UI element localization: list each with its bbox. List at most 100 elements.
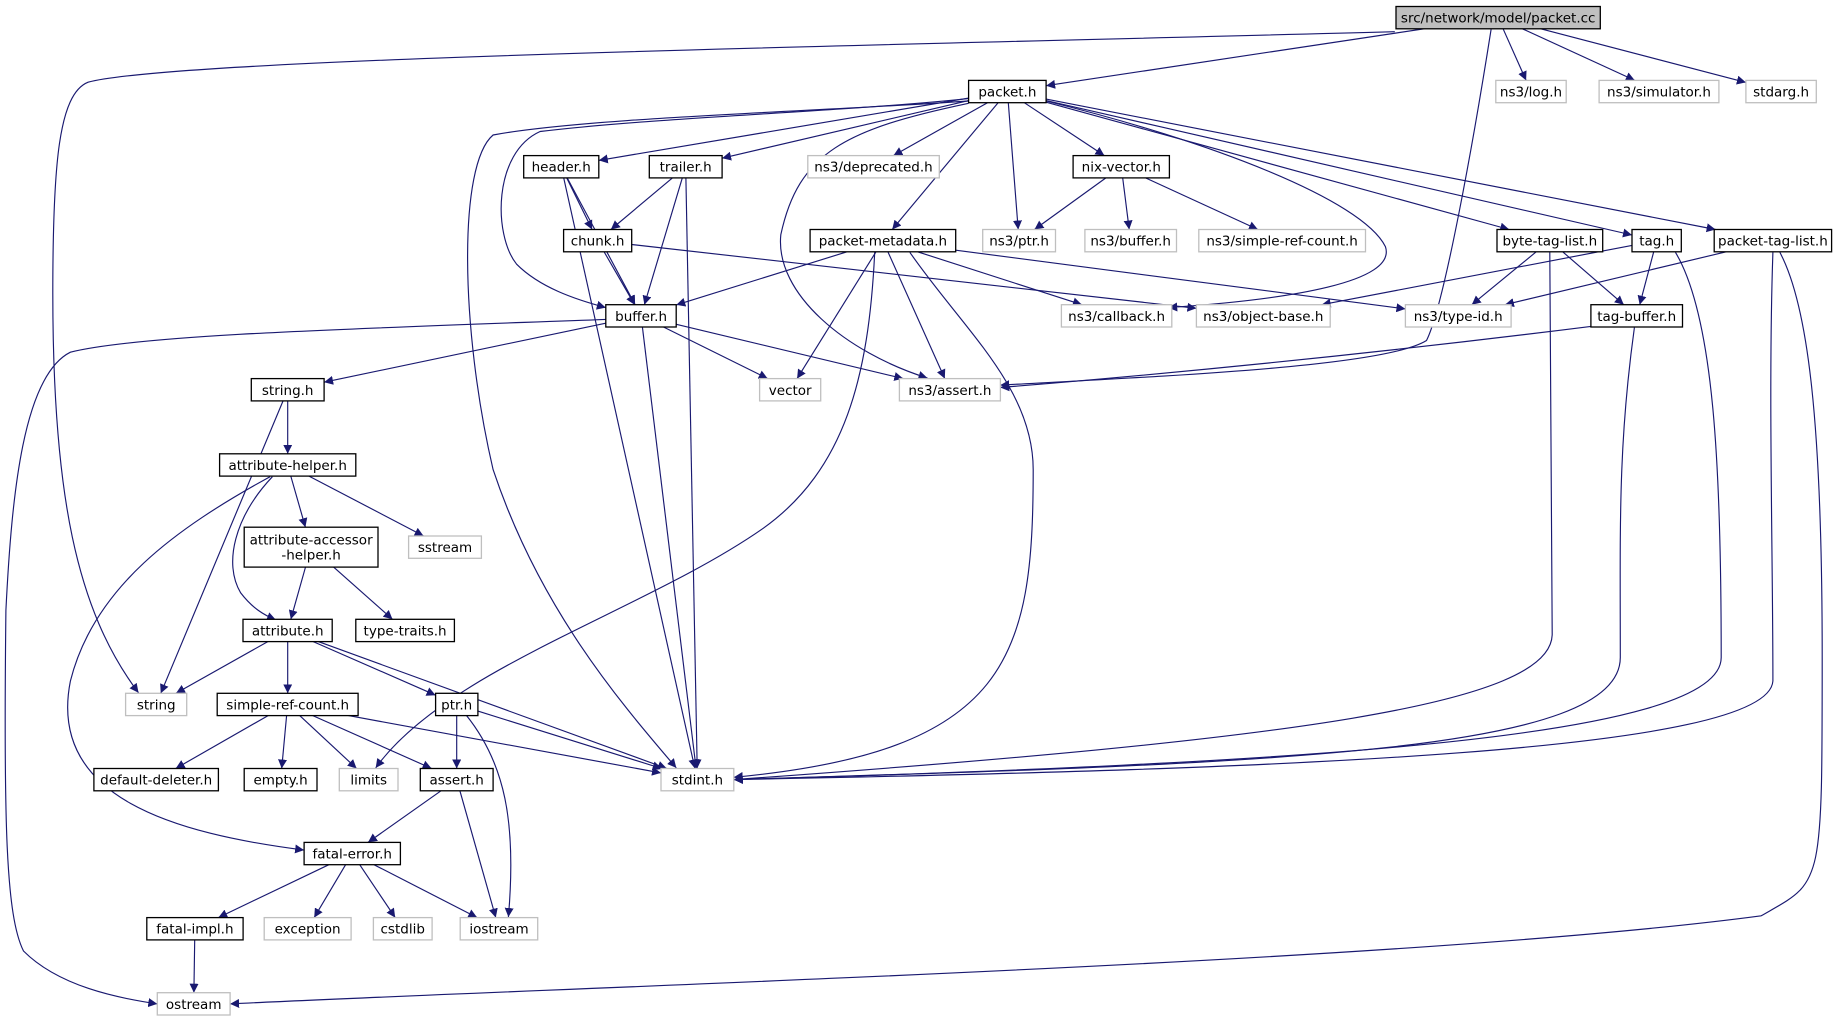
edge-packet-h-to-packet-tag-list-h <box>1045 98 1716 233</box>
node-string-h[interactable]: string.h <box>250 377 325 402</box>
node-label-line: attribute-accessor <box>250 533 374 549</box>
node-ns3-callback-h: ns3/callback.h <box>1060 304 1173 328</box>
edge-arrow <box>318 641 667 770</box>
node-label-line: ns3/ptr.h <box>989 234 1049 250</box>
node-simple-ref-count-h[interactable]: simple-ref-count.h <box>216 692 359 717</box>
node-label-line: nix-vector.h <box>1082 160 1161 176</box>
node-label: ns3/log.h <box>1500 85 1562 101</box>
node-label-line: ns3/type-id.h <box>1414 309 1503 325</box>
edge-attribute-accessor-helper-h-to-attribute-h <box>288 566 307 620</box>
node-packet-cc[interactable]: src/network/model/packet.cc <box>1395 5 1601 30</box>
node-fatal-impl-h[interactable]: fatal-impl.h <box>146 916 244 941</box>
edge-arrow <box>676 251 848 307</box>
node-label: packet-metadata.h <box>819 234 947 250</box>
node-label: iostream <box>469 922 528 938</box>
node-attribute-helper-h[interactable]: attribute-helper.h <box>218 453 357 477</box>
edge-arrow <box>160 400 284 694</box>
node-box <box>1072 154 1171 179</box>
node-box <box>355 618 456 643</box>
node-box <box>809 228 957 253</box>
edge-arrow <box>348 715 662 776</box>
node-attribute-accessor-helper-h[interactable]: attribute-accessor-helper.h <box>243 526 379 568</box>
node-label-line: ns3/simple-ref-count.h <box>1206 234 1358 250</box>
node-box <box>1060 304 1173 328</box>
edge-buffer-h-to-ns3-assert-h <box>676 323 904 381</box>
node-box <box>242 618 333 643</box>
node-box <box>250 377 325 402</box>
node-tag-buffer-h[interactable]: tag-buffer.h <box>1590 304 1684 328</box>
edge-arrow <box>500 98 969 310</box>
edge-packet-metadata-h-to-ns3-assert-h <box>887 251 946 379</box>
node-default-deleter-h[interactable]: default-deleter.h <box>93 767 220 792</box>
edge-arrow <box>1502 28 1527 81</box>
edge-arrow <box>333 566 393 620</box>
node-packet-metadata-h[interactable]: packet-metadata.h <box>809 228 957 253</box>
edge-packet-metadata-h-to-ns3-callback-h <box>917 251 1083 307</box>
edge-packet-h-to-tag-h <box>1045 99 1633 238</box>
node-byte-tag-list-h[interactable]: byte-tag-list.h <box>1496 228 1604 253</box>
node-nix-vector-h[interactable]: nix-vector.h <box>1072 154 1171 179</box>
node-ptr-h[interactable]: ptr.h <box>434 692 479 717</box>
node-box <box>1495 79 1567 104</box>
edge-packet-metadata-h-to-ns3-type-id-h <box>955 249 1406 313</box>
edge-fatal-error-h-to-cstdlib <box>359 864 396 918</box>
edge-arrow <box>893 102 988 157</box>
edge-arrow <box>230 252 1823 1008</box>
node-tag-h[interactable]: tag.h <box>1631 228 1682 253</box>
node-buffer-h[interactable]: buffer.h <box>605 304 677 328</box>
edge-arrow <box>563 177 698 769</box>
node-label: empty.h <box>253 773 307 789</box>
edge-chunk-h-to-ns3-object-base-h <box>631 243 1197 312</box>
node-attribute-h[interactable]: attribute.h <box>242 618 333 643</box>
node-assert-h[interactable]: assert.h <box>419 767 494 792</box>
node-label: fatal-error.h <box>312 847 392 863</box>
edge-ptr-h-to-stdint-h <box>477 710 662 771</box>
edge-attribute-helper-h-to-attribute-h <box>232 476 277 621</box>
edge-arrow <box>459 790 498 918</box>
node-label-line: attribute-helper.h <box>228 458 346 474</box>
edge-buffer-h-to-stdint-h <box>641 326 700 769</box>
edge-packet-cc-to-string <box>52 31 1395 694</box>
edge-arrow <box>733 327 1635 784</box>
edge-packet-cc-to-ns3-simulator-h <box>1522 28 1636 81</box>
node-label: byte-tag-list.h <box>1502 234 1597 250</box>
edge-chunk-h-to-buffer-h <box>603 251 636 305</box>
node-fatal-error-h[interactable]: fatal-error.h <box>303 841 402 866</box>
node-box <box>648 154 723 179</box>
node-type-traits-h[interactable]: type-traits.h <box>355 618 456 643</box>
edge-attribute-h-to-ptr-h <box>312 641 436 696</box>
node-trailer-h[interactable]: trailer.h <box>648 154 723 179</box>
node-label: ostream <box>166 997 222 1013</box>
node-ns3-type-id-h: ns3/type-id.h <box>1404 304 1512 328</box>
edge-arrow <box>313 864 347 918</box>
node-label: attribute.h <box>252 624 324 640</box>
node-box <box>243 526 379 568</box>
node-packet-h[interactable]: packet.h <box>967 79 1047 104</box>
node-empty-h[interactable]: empty.h <box>243 767 318 792</box>
node-box <box>124 692 188 717</box>
edge-simple-ref-count-h-to-assert-h <box>312 715 432 770</box>
node-header-h[interactable]: header.h <box>523 154 600 179</box>
node-label-line: empty.h <box>253 773 307 789</box>
edge-arrow <box>375 252 876 769</box>
node-label-line: ns3/buffer.h <box>1090 234 1171 250</box>
node-label: ptr.h <box>441 698 472 714</box>
node-packet-tag-list-h[interactable]: packet-tag-list.h <box>1713 228 1833 253</box>
edge-arrow <box>373 864 478 919</box>
node-label-line: assert.h <box>430 773 484 789</box>
node-label: ns3/object-base.h <box>1203 309 1323 325</box>
node-ns3-deprecated-h: ns3/deprecated.h <box>807 154 940 179</box>
node-label-line: string <box>137 698 176 714</box>
edge-arrow <box>642 177 683 305</box>
node-label: vector <box>769 383 812 399</box>
node-label-line: buffer.h <box>615 309 667 325</box>
node-label: header.h <box>532 160 591 176</box>
node-label-line: simple-ref-count.h <box>226 698 349 714</box>
node-label-line: fatal-impl.h <box>156 922 233 938</box>
node-chunk-h[interactable]: chunk.h <box>562 228 633 253</box>
edge-tag-buffer-h-to-stdint-h <box>733 327 1635 784</box>
edge-tag-h-to-stdint-h <box>733 252 1722 784</box>
node-box <box>434 692 479 717</box>
node-label: ns3/simulator.h <box>1607 85 1711 101</box>
